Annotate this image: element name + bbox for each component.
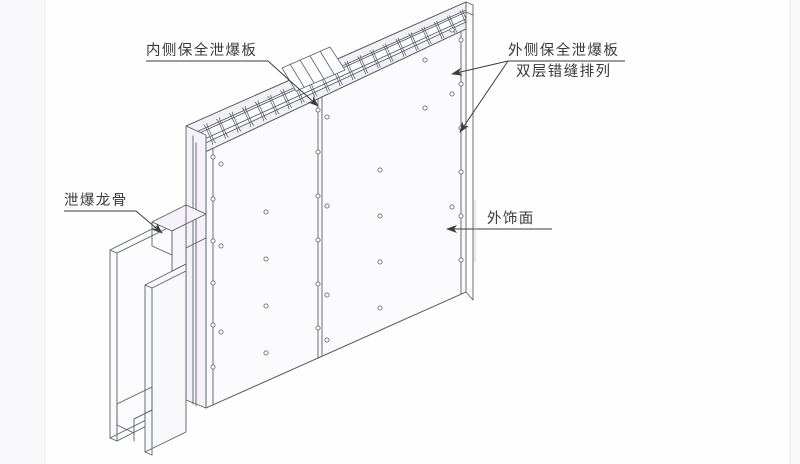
label-outer-explosion-relief-panel: 外侧保全泄爆板 xyxy=(508,43,620,59)
leader-outer-arrow-2 xyxy=(459,60,509,133)
fastener-dots xyxy=(210,27,464,370)
keel-profile xyxy=(116,204,207,442)
top-right-return xyxy=(465,1,474,301)
label-exterior-finish-surface: 外饰面 xyxy=(487,211,535,227)
page-right-strip xyxy=(790,0,800,464)
leader-keel-arrow xyxy=(135,210,163,234)
label-double-layer-staggered-joint: 双层错缝排列 xyxy=(516,64,612,80)
leader-inner-arrow xyxy=(267,60,319,107)
inner-core-cutaway xyxy=(281,46,346,92)
label-inner-explosion-relief-panel: 内侧保全泄爆板 xyxy=(146,43,258,59)
page-edge-strip xyxy=(0,0,45,464)
leader-outer-arrow-1 xyxy=(451,60,509,76)
inner-protection-panel xyxy=(185,125,207,409)
leader-lines xyxy=(64,60,625,262)
label-explosion-relief-keel: 泄爆龙骨 xyxy=(64,193,128,209)
